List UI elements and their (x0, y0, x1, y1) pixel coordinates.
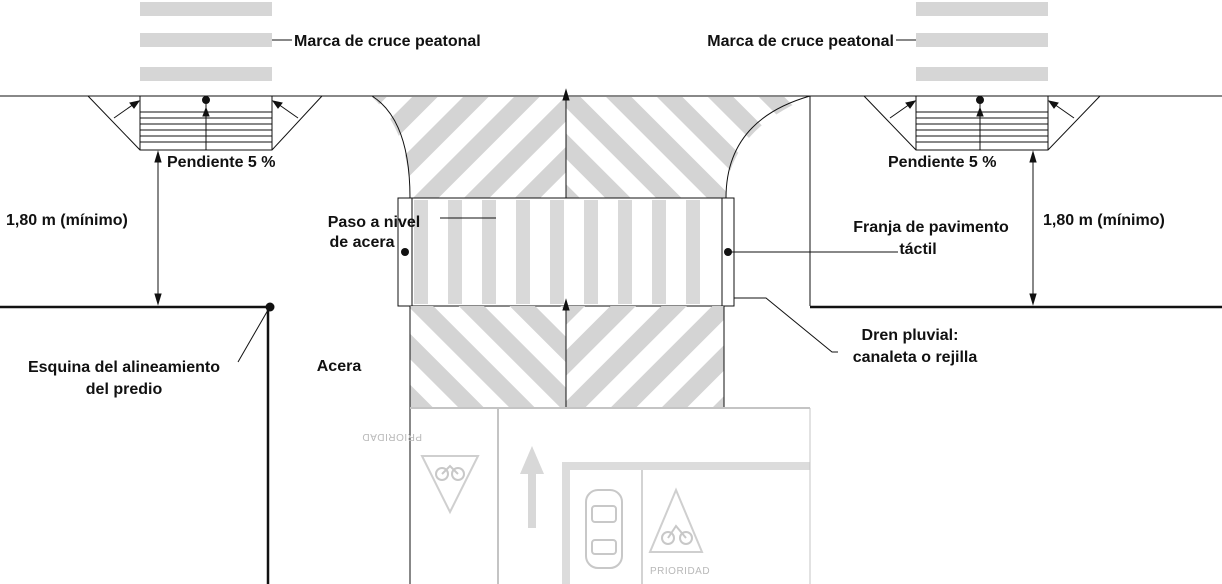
min-width-right-label: 1,80 m (mínimo) (1043, 212, 1165, 229)
tactile-strip-label-line1: Franja de pavimento (853, 219, 1009, 236)
crosswalk-mark-left-stripes (140, 2, 272, 81)
curb-ramp-left-dot (202, 96, 210, 104)
crosswalk-mark-left-label: Marca de cruce peatonal (294, 33, 481, 50)
raised-crossing (397, 197, 735, 307)
property-corner-label-line1: Esquina del alineamiento (28, 359, 220, 376)
car-top-view-icon (585, 489, 623, 569)
raised-crossing-label-line2: de acera (330, 234, 395, 251)
property-line-left (0, 305, 270, 584)
property-corner-leader (237, 309, 269, 363)
lower-lanes (410, 407, 811, 584)
property-corner-label-line2: del predio (86, 381, 163, 398)
hatched-area-upper (372, 97, 810, 200)
drain-label-line2: canaleta o rejilla (853, 349, 978, 366)
dimension-left (154, 150, 162, 306)
slope-right-label: Pendiente 5 % (888, 154, 996, 171)
curb-ramp-left (87, 95, 323, 151)
raised-crossing-label-line1: Paso a nivel (328, 214, 421, 231)
sidewalk-label: Acera (317, 358, 362, 375)
priority-sign-right-text: PRIORIDAD (650, 566, 710, 577)
curb-ramp-right-dot (976, 96, 984, 104)
priority-sign-left-text: PRIORIDAD (362, 431, 422, 442)
slope-left-label: Pendiente 5 % (167, 154, 275, 171)
min-width-left-label: 1,80 m (mínimo) (6, 212, 128, 229)
property-corner-dot (265, 302, 275, 312)
drain-leader (734, 297, 838, 353)
tactile-strip-dot-left (401, 248, 409, 256)
hatched-area-lower (409, 306, 725, 584)
corner-curve-left (371, 95, 411, 199)
drain-label-line1: Dren pluvial: (862, 327, 959, 344)
dimension-right (1029, 150, 1037, 306)
up-arrow-icon (520, 446, 544, 528)
crosswalk-mark-right-stripes (916, 2, 1048, 81)
crosswalk-mark-right-label: Marca de cruce peatonal (707, 33, 894, 50)
tactile-strip-label-line2: táctil (899, 241, 936, 258)
motorcycle-yield-sign-icon (648, 487, 704, 553)
curb-ramp-right (863, 95, 1101, 151)
corner-curve-right (725, 95, 811, 199)
center-axis (562, 88, 570, 408)
bicycle-yield-sign-icon (420, 455, 480, 515)
